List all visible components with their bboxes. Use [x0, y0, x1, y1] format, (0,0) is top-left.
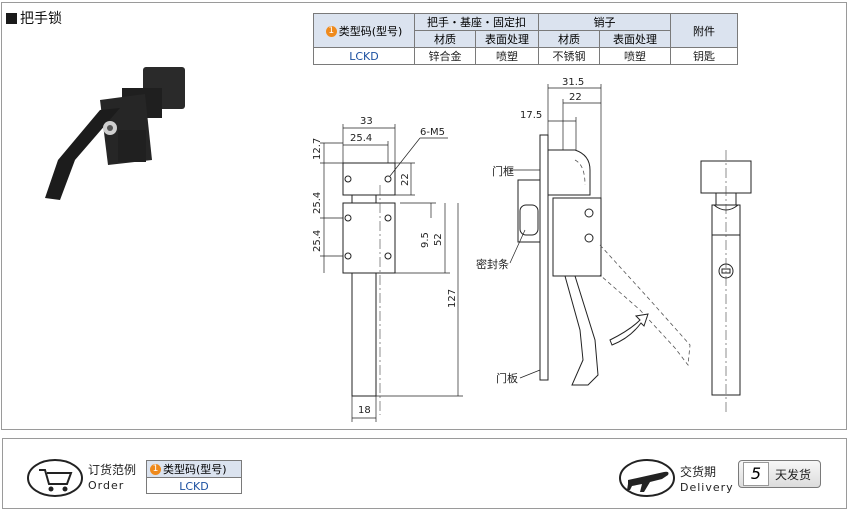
accessory-header: 附件: [670, 13, 738, 48]
product-photo: [45, 67, 185, 200]
delivery-box: 5 天发货: [738, 460, 821, 488]
dim-w-18: 18: [358, 405, 371, 416]
delivery-label-en: Delivery: [680, 481, 734, 494]
handle-group-header: 把手・基座・固定扣: [414, 13, 539, 31]
delivery-days: 5: [743, 462, 769, 486]
rotate-arrow-icon: [609, 313, 649, 346]
front-dim-lines: [320, 124, 463, 422]
dim-v-25-4-b: 25.4: [312, 230, 323, 252]
accessory-value: 钥匙: [670, 47, 738, 65]
callout-door-frame: 门框: [492, 164, 514, 178]
order-label-cn: 订货范例: [88, 463, 137, 477]
handle-material-value: 锌合金: [414, 47, 476, 65]
type-header-label: 类型码(型号): [338, 24, 403, 38]
side-view: [517, 134, 602, 386]
callout-door-panel: 门板: [496, 371, 518, 385]
side-view-dashed: [574, 159, 691, 367]
order-header-label: 类型码(型号): [163, 463, 227, 476]
handle-material-header: 材质: [414, 30, 476, 48]
footer-bar: [2, 438, 847, 509]
dim-h-22: 22: [400, 173, 411, 186]
delivery-text: 天发货: [775, 467, 812, 482]
airplane-icon: [619, 459, 675, 497]
callout-seal: 密封条: [476, 257, 509, 271]
badge-icon: 1: [325, 26, 337, 37]
page-title: 把手锁: [6, 8, 62, 28]
page-title-text: 把手锁: [20, 11, 62, 27]
order-badge-icon: 1: [150, 463, 161, 475]
dim-width-25-4: 25.4: [350, 133, 372, 144]
title-square-icon: [6, 12, 17, 24]
dim-w-31-5: 31.5: [562, 77, 584, 88]
order-example-value: LCKD: [179, 480, 209, 493]
dim-h-127: 127: [447, 289, 458, 308]
dim-screw-label: 6-M5: [420, 127, 445, 138]
type-value: LCKD: [313, 47, 415, 65]
handle-surface-header: 表面处理: [475, 30, 539, 48]
dim-h-52: 52: [433, 233, 444, 246]
order-label-en: Order: [88, 479, 125, 492]
dim-h-12-7: 12.7: [312, 138, 323, 160]
dim-w-17-5: 17.5: [520, 110, 542, 121]
side-dim-lines: [509, 84, 602, 379]
dim-w-22-side: 22: [569, 92, 582, 103]
dim-width-33: 33: [360, 116, 373, 127]
dim-v-25-4-a: 25.4: [312, 192, 323, 214]
cart-icon: [27, 459, 83, 497]
front-view: [342, 162, 396, 397]
dim-h-9-5: 9.5: [420, 232, 431, 248]
technical-drawing: 33 25.4 6-M5 12.7 22 25.4 25.4 9.5 52 12…: [45, 67, 752, 422]
pin-material-header: 材质: [538, 30, 600, 48]
pin-surface-value: 喷塑: [599, 47, 671, 65]
main-panel: [1, 2, 847, 430]
handle-surface-value: 喷塑: [475, 47, 539, 65]
delivery-label-cn: 交货期: [680, 465, 717, 479]
